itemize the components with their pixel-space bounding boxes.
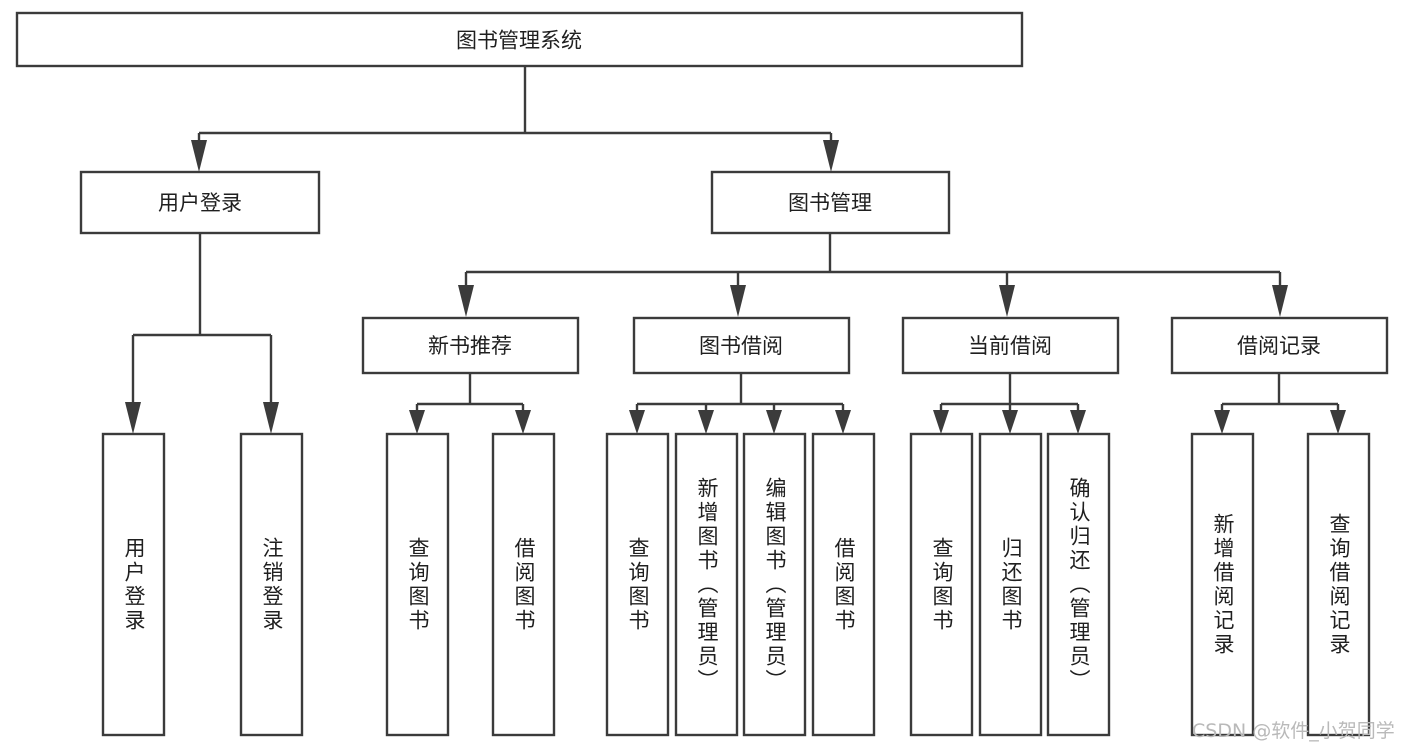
node-borrow-record-box[interactable] <box>1170 316 1389 375</box>
node-root-box[interactable] <box>15 11 1024 68</box>
node-current-borrow-box[interactable] <box>901 316 1120 375</box>
arrowhead-bb-leaf-4 <box>835 410 851 434</box>
leaf-box-cb-3[interactable] <box>1046 432 1111 737</box>
arrowhead-cb-leaf-3 <box>1070 410 1086 434</box>
leaf-box-bb-1[interactable] <box>605 432 670 737</box>
node-new-book-recommend-label: 新书推荐 <box>428 334 512 358</box>
csdn-watermark: CSDN @软件_小贺同学 <box>1192 720 1395 742</box>
node-current-borrow[interactable]: 当前借阅 <box>901 316 1120 375</box>
leaf-box-bb-4[interactable] <box>811 432 876 737</box>
arrowhead-cb-leaf-1 <box>933 410 949 434</box>
arrowhead-to-new-book <box>458 285 474 317</box>
arrowhead-to-book-manage <box>823 140 839 172</box>
node-new-book-recommend[interactable]: 新书推荐 <box>361 316 580 375</box>
arrowhead-br-leaf-2 <box>1330 410 1346 434</box>
node-book-manage-label: 图书管理 <box>788 191 872 215</box>
node-current-borrow-label: 当前借阅 <box>968 334 1052 358</box>
node-new-book-recommend-box[interactable] <box>361 316 580 375</box>
leaf-box-nbr-2[interactable] <box>491 432 556 737</box>
arrowhead-to-user-login <box>191 140 207 172</box>
leaf-box-user-login-2[interactable] <box>239 432 304 737</box>
leaf-box-br-1[interactable] <box>1190 432 1255 737</box>
arrowhead-to-borrow-record <box>1272 285 1288 317</box>
arrowhead-bb-leaf-2 <box>698 410 714 434</box>
node-book-borrow-label: 图书借阅 <box>699 334 783 358</box>
arrowhead-bb-leaf-3 <box>766 410 782 434</box>
arrowhead-to-current-borrow <box>999 285 1015 317</box>
arrowhead-br-leaf-1 <box>1214 410 1230 434</box>
arrowhead-user-login-leaf-2 <box>263 402 279 434</box>
node-borrow-record[interactable]: 借阅记录 <box>1170 316 1389 375</box>
arrowhead-user-login-leaf-1 <box>125 402 141 434</box>
arrowhead-nbr-leaf-1 <box>409 410 425 434</box>
node-book-manage[interactable]: 图书管理 <box>710 170 951 235</box>
node-user-login-label: 用户登录 <box>158 191 242 215</box>
arrowhead-nbr-leaf-2 <box>515 410 531 434</box>
arrowhead-bb-leaf-1 <box>629 410 645 434</box>
leaf-box-cb-2[interactable] <box>978 432 1043 737</box>
arrowhead-to-book-borrow <box>730 285 746 317</box>
node-root[interactable]: 图书管理系统 <box>15 11 1024 68</box>
node-book-borrow[interactable]: 图书借阅 <box>632 316 851 375</box>
leaf-box-bb-3[interactable] <box>742 432 807 737</box>
leaf-box-br-2[interactable] <box>1306 432 1371 737</box>
node-root-label: 图书管理系统 <box>456 29 582 53</box>
node-borrow-record-label: 借阅记录 <box>1237 334 1321 358</box>
node-user-login[interactable]: 用户登录 <box>79 170 321 235</box>
leaf-box-nbr-1[interactable] <box>385 432 450 737</box>
leaf-box-user-login-1[interactable] <box>101 432 166 737</box>
node-book-manage-box[interactable] <box>710 170 951 235</box>
leaf-box-bb-2[interactable] <box>674 432 739 737</box>
node-book-borrow-box[interactable] <box>632 316 851 375</box>
arrowhead-cb-leaf-2 <box>1002 410 1018 434</box>
leaf-box-cb-1[interactable] <box>909 432 974 737</box>
